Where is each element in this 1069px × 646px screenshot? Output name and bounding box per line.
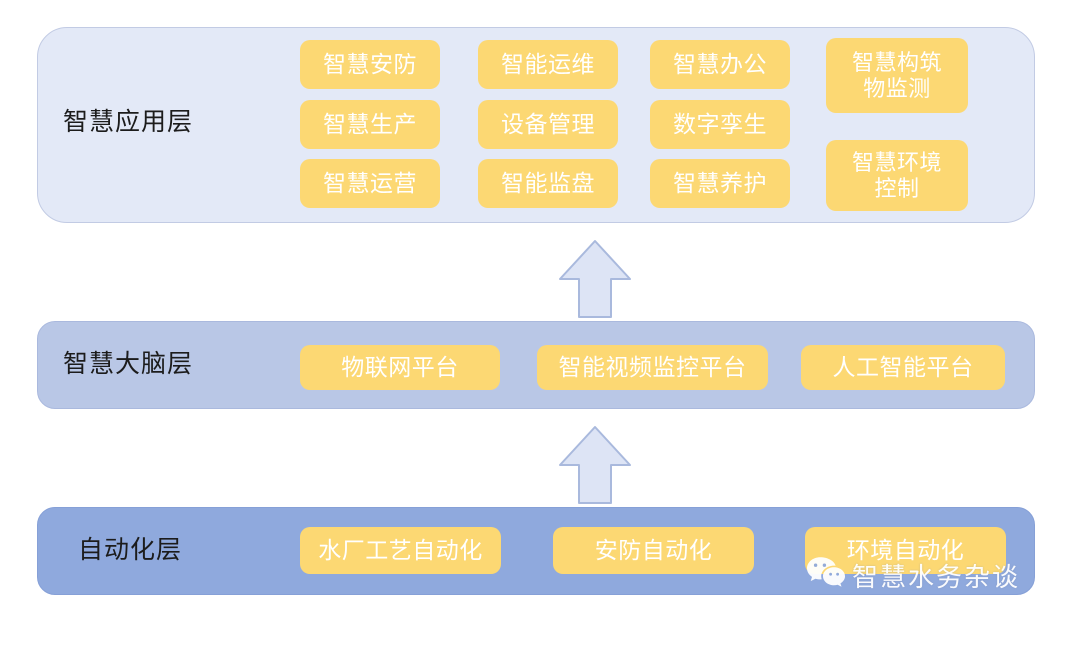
auto-chip-plant-process-automation[interactable]: 水厂工艺自动化 xyxy=(300,527,501,574)
brain-chip-ai-platform[interactable]: 人工智能平台 xyxy=(801,345,1005,390)
layer-title-brain: 智慧大脑层 xyxy=(63,350,194,378)
app-chip-equipment-management[interactable]: 设备管理 xyxy=(478,100,618,149)
auto-chip-security-automation[interactable]: 安防自动化 xyxy=(553,527,754,574)
app-chip-smart-office[interactable]: 智慧办公 xyxy=(650,40,790,89)
layer-title-application: 智慧应用层 xyxy=(63,108,194,136)
watermark: 智慧水务杂谈 xyxy=(806,556,1020,594)
app-chip-smart-production[interactable]: 智慧生产 xyxy=(300,100,440,149)
brain-chip-video-surveillance-platform[interactable]: 智能视频监控平台 xyxy=(537,345,768,390)
app-chip-smart-maintenance[interactable]: 智慧养护 xyxy=(650,159,790,208)
app-chip-smart-operation[interactable]: 智慧运营 xyxy=(300,159,440,208)
wechat-icon xyxy=(806,556,846,594)
layer-title-automation: 自动化层 xyxy=(78,536,183,564)
app-chip-digital-twin[interactable]: 数字孪生 xyxy=(650,100,790,149)
app-chip-structure-monitoring[interactable]: 智慧构筑 物监测 xyxy=(826,38,968,113)
arrow-brain-to-application-icon xyxy=(557,238,633,320)
app-chip-intelligent-dashboard[interactable]: 智能监盘 xyxy=(478,159,618,208)
watermark-text: 智慧水务杂谈 xyxy=(852,561,1021,592)
auto-chip-environment-automation[interactable]: 环境自动化 xyxy=(805,527,1006,574)
arrow-automation-to-brain-icon xyxy=(557,424,633,506)
brain-chip-iot-platform[interactable]: 物联网平台 xyxy=(300,345,500,390)
app-chip-environment-control[interactable]: 智慧环境 控制 xyxy=(826,140,968,211)
app-chip-intelligent-om[interactable]: 智能运维 xyxy=(478,40,618,89)
app-chip-smart-security[interactable]: 智慧安防 xyxy=(300,40,440,89)
